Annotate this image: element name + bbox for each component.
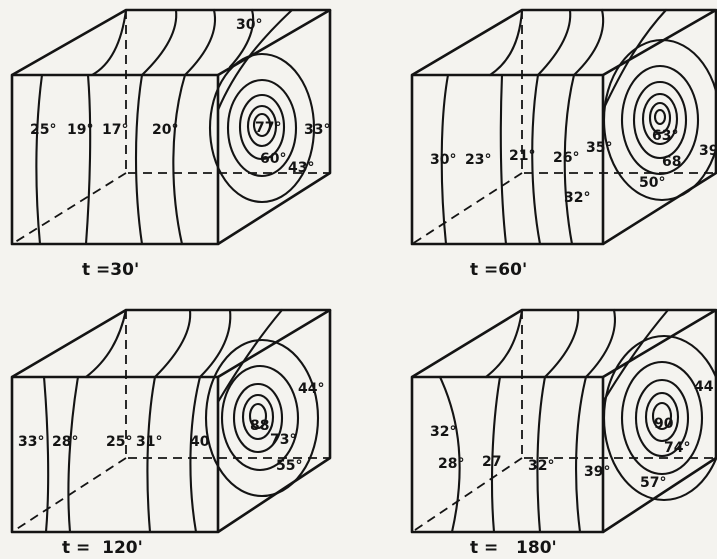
temp-label: 21° [509,148,535,164]
panel-t120: 44° 88 73° 33° 28° 25° 31° 40 55° t = 12… [10,308,332,558]
temp-label: 17° [102,122,128,138]
temp-label: 23° [465,152,491,168]
temp-label: 19° [67,122,93,138]
temp-label: 44° [298,381,324,397]
cube-outline [10,8,332,246]
temp-label: 25° [106,434,132,450]
temp-label: 32° [528,458,554,474]
temp-label: 44 [694,379,714,395]
temp-label: 60° [260,151,286,167]
temp-label: 27 [482,454,501,470]
temp-label: 31° [136,434,162,450]
time-label: t =60' [470,260,527,280]
temp-label: 32° [430,424,456,440]
isotherm-lines [42,308,320,534]
temp-label: 28° [438,456,464,472]
isotherm-lines [440,8,717,246]
temp-label: 26° [553,150,579,166]
temp-label: 40 [190,434,210,450]
temp-label: 30° [430,152,456,168]
temp-label: 25° [30,122,56,138]
temp-label: 74° [664,440,690,456]
temp-label: 28° [52,434,78,450]
temperature-labels: 44° 88 73° 33° 28° 25° 31° 40 55° [18,381,324,474]
temperature-labels: 32° 44 90 28° 27 32° 39° 74° 57° [430,379,714,491]
temp-label: 63° [652,128,678,144]
temp-label: 35° [586,140,612,156]
temp-label: 68 [662,154,681,170]
temp-label: 20° [152,122,178,138]
temp-label: 39 [699,143,717,159]
temp-label: 33° [304,122,330,138]
temperature-labels: 30° 23° 21° 26° 35° 63° 39 68 50° 32° [430,128,717,206]
cube-outline [410,8,717,246]
temp-label: 88 [250,418,269,434]
temp-label: 55° [276,458,302,474]
temp-label: 57° [640,475,666,491]
isotherm-lines [35,8,316,246]
temp-label: 50° [639,175,665,191]
temp-label: 43° [288,160,314,176]
panel-t60: 30° 23° 21° 26° 35° 63° 39 68 50° 32° t … [410,8,717,280]
temp-label: 32° [564,190,590,206]
temp-label: 39° [584,464,610,480]
cube-outline [410,308,717,534]
time-label: t = 180' [470,538,557,558]
time-label: t = 120' [62,538,143,558]
isotherm-lines [438,308,717,534]
temp-label: 33° [18,434,44,450]
temp-label: 30° [236,17,262,33]
cube-outline [10,308,332,534]
temp-label: 77° [255,120,281,136]
panel-t180: 32° 44 90 28° 27 32° 39° 74° 57° t = 180… [410,308,717,558]
time-label: t =30' [82,260,139,280]
temp-label: 73° [270,432,296,448]
temperature-labels: 30° 25° 19° 17° 20° 77° 33° 60° 43° [30,17,330,176]
panel-t30: 30° 25° 19° 17° 20° 77° 33° 60° 43° t =3… [10,8,332,280]
temp-label: 90 [654,416,674,432]
